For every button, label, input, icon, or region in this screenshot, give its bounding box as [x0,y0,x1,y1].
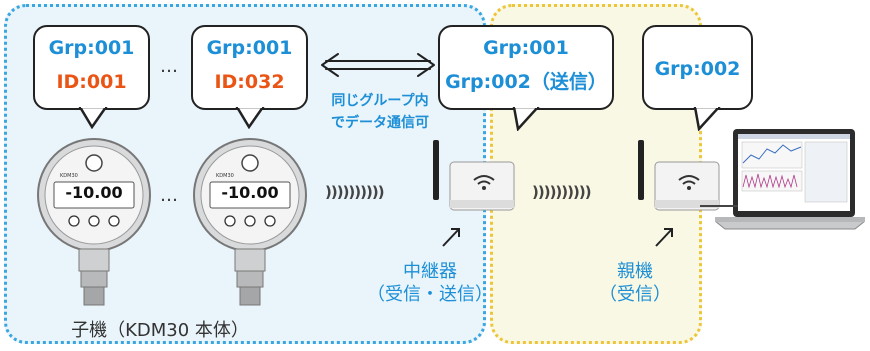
double-arrow-icon [321,53,435,77]
child2-bubble-tail [235,107,265,129]
parent-label: 親機 （受信） [580,260,690,306]
repeater-device [433,140,515,211]
gauge2-model: KDM30 [216,173,234,179]
ellipsis-top: … [160,56,179,77]
comm-note-line2: でデータ通信可 [331,115,429,131]
child1-group: Grp:001 [48,37,135,59]
parent-device [638,140,720,211]
child2-id: ID:032 [214,71,285,93]
usb-cable [700,205,738,207]
parent-label-sub: （受信） [599,284,671,305]
repeater-bubble: Grp:001 Grp:002（送信） [438,25,614,110]
parent-pointer-arrow [655,228,673,247]
gauge1-reading: -10.00 [65,183,123,202]
repeater-label: 中継器 （受信・送信） [350,260,510,306]
gauge1-model: KDM30 [60,173,78,179]
radio-waves-2: )))))))))) [532,183,592,201]
child2-group: Grp:001 [206,37,293,59]
child-label: 子機（KDM30 本体） [71,320,249,341]
repeater-group-send: Grp:002（送信） [445,71,607,93]
repeater-label-title: 中継器 [403,261,457,282]
comm-note-line1: 同じグループ内 [331,93,429,109]
gauge-device-1 [37,138,151,306]
gauge2-reading: -10.00 [221,183,279,202]
parent-bubble: Grp:002 [642,25,753,110]
gauge-device-2 [193,138,307,306]
repeater-label-sub: （受信・送信） [367,284,493,305]
radio-waves-1: )))))))))) [325,183,385,201]
ellipsis-gauges: … [160,185,179,206]
repeater-pointer-arrow [442,228,460,247]
repeater-bubble-tail [512,107,540,131]
parent-label-title: 親機 [617,261,653,282]
parent-bubble-tail [693,107,721,131]
child2-bubble: Grp:001 ID:032 [191,25,308,110]
repeater-group-recv: Grp:001 [483,37,569,59]
child1-id: ID:001 [56,71,127,93]
child1-bubble: Grp:001 ID:001 [33,25,150,110]
comm-note: 同じグループ内 でデータ通信可 [320,90,440,134]
laptop-pc [715,129,865,230]
child1-bubble-tail [78,107,108,129]
parent-group: Grp:002 [654,58,741,80]
